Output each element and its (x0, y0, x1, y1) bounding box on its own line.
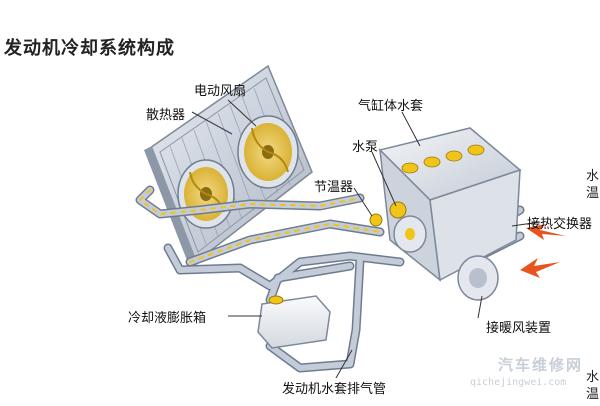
label-expansion-tank: 冷却液膨胀箱 (128, 311, 207, 326)
expansion-tank (257, 295, 331, 349)
water-pump (389, 201, 407, 219)
edge-text-d: 温 (586, 387, 600, 402)
diagram-title: 发动机冷却系统构成 (4, 38, 175, 59)
label-electric-fan: 电动风扇 (194, 84, 247, 99)
leader-lines (191, 99, 541, 379)
edge-text-b: 温 (586, 186, 600, 201)
engine-block (378, 127, 522, 301)
thermostat (369, 213, 383, 227)
edge-text-c: 水 (586, 370, 600, 385)
flow-arrow-heat-exchanger (526, 224, 566, 240)
label-heater: 接暖风装置 (486, 321, 552, 336)
label-radiator: 散热器 (146, 108, 186, 123)
watermark-url: qichejingwei.com (470, 377, 567, 388)
label-water-pump: 水泵 (352, 140, 379, 155)
edge-text-a: 水 (586, 169, 600, 184)
label-thermostat: 节温器 (314, 180, 354, 195)
label-cylinder-jacket: 气缸体水套 (358, 99, 424, 114)
watermark-brand: 汽车维修网 (498, 356, 584, 374)
label-heat-exchanger: 接热交换器 (527, 217, 593, 232)
label-vent-pipe: 发动机水套排气管 (282, 382, 387, 397)
flow-arrow-heater (520, 258, 560, 278)
